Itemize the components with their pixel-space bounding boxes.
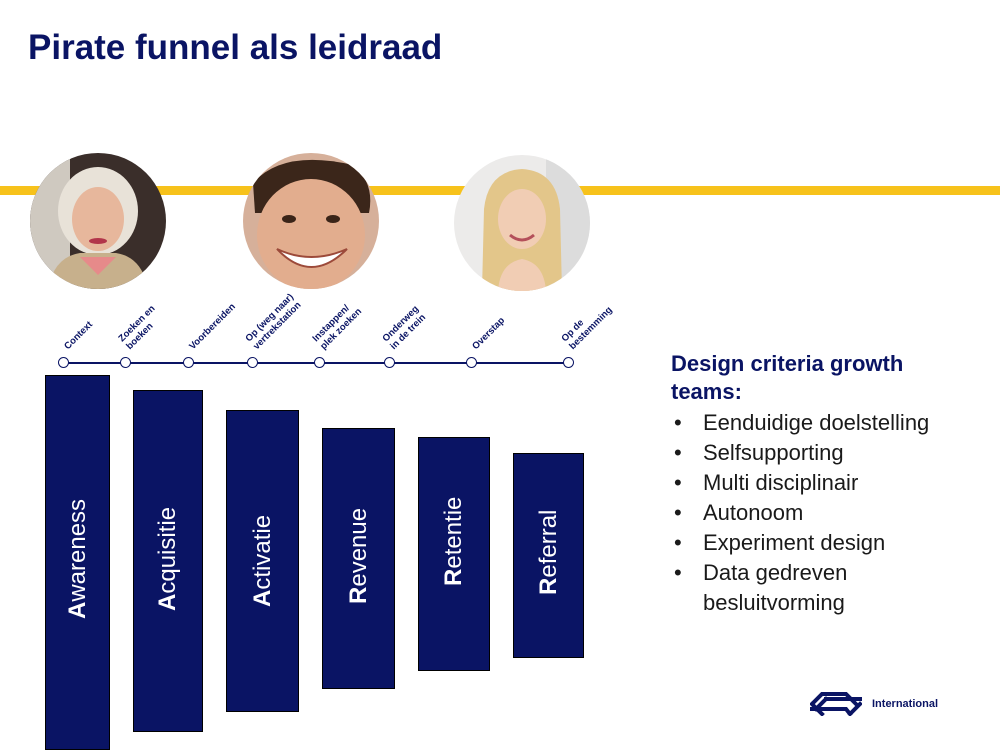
timeline-label: Onderweg in de trein bbox=[380, 303, 429, 352]
timeline-node bbox=[58, 357, 69, 368]
criteria-item: Autonoom bbox=[671, 498, 971, 528]
funnel-bar-initial: R bbox=[534, 577, 562, 595]
funnel-bar-label: Referral bbox=[535, 510, 563, 595]
funnel-bar: Retentie bbox=[418, 437, 490, 671]
timeline-label: Op (weg naar) vertrekstation bbox=[243, 291, 304, 352]
timeline-label: Overstap bbox=[470, 315, 508, 352]
funnel-bar-initial: A bbox=[63, 601, 91, 619]
timeline-label: Instappen/ plek zoeken bbox=[310, 302, 365, 352]
timeline-node bbox=[314, 357, 325, 368]
criteria-item: Eenduidige doelstelling bbox=[671, 408, 971, 438]
funnel-bar-label: Awareness bbox=[64, 499, 92, 619]
funnel-bar-label: Retentie bbox=[440, 497, 468, 586]
timeline-node bbox=[183, 357, 194, 368]
criteria-item: Selfsupporting bbox=[671, 438, 971, 468]
ns-logo-icon bbox=[810, 692, 862, 716]
funnel-bar-label: Acquisitie bbox=[154, 507, 182, 611]
funnel-bar-initial: R bbox=[344, 586, 372, 604]
funnel-bar-rest: evenue bbox=[344, 507, 372, 587]
timeline-node bbox=[563, 357, 574, 368]
funnel-bar: Awareness bbox=[45, 375, 110, 750]
timeline-label: Op de bestemming bbox=[559, 304, 615, 352]
funnel-bar-rest: ctivatie bbox=[248, 514, 276, 590]
timeline-node bbox=[120, 357, 131, 368]
timeline-label: Voorbereiden bbox=[187, 301, 238, 352]
design-criteria: Design criteria growth teams: Eenduidige… bbox=[671, 350, 971, 618]
logo-text: International bbox=[872, 698, 939, 710]
funnel-bar-initial: A bbox=[154, 593, 181, 611]
criteria-list: Eenduidige doelstelling Selfsupporting M… bbox=[671, 408, 971, 618]
funnel-bar: Referral bbox=[513, 453, 584, 658]
criteria-item: Data gedreven besluitvorming bbox=[671, 558, 971, 618]
funnel-bar-initial: R bbox=[440, 568, 467, 586]
criteria-title: Design criteria growth teams: bbox=[671, 351, 904, 404]
criteria-item: Experiment design bbox=[671, 528, 971, 558]
timeline-label: Context bbox=[62, 319, 96, 352]
funnel-bar: Activatie bbox=[226, 410, 299, 712]
timeline-node bbox=[466, 357, 477, 368]
funnel-bar: Revenue bbox=[322, 428, 395, 689]
funnel-bar: Acquisitie bbox=[133, 390, 203, 732]
criteria-item: Multi disciplinair bbox=[671, 468, 971, 498]
funnel-bar-rest: eferral bbox=[534, 509, 562, 578]
funnel-bar-rest: wareness bbox=[63, 498, 91, 602]
funnel-bar-label: Activatie bbox=[249, 515, 277, 607]
timeline-label: Zoeken en boeken bbox=[116, 303, 158, 352]
funnel-bar-rest: cquisitie bbox=[154, 506, 181, 594]
persona-avatar-older-woman bbox=[30, 153, 166, 289]
funnel-bar-rest: etentie bbox=[440, 496, 467, 569]
funnel-bar-label: Revenue bbox=[345, 508, 373, 604]
timeline-node bbox=[247, 357, 258, 368]
persona-avatar-smiling-man bbox=[243, 153, 379, 289]
timeline-node bbox=[384, 357, 395, 368]
funnel-bar-initial: A bbox=[248, 589, 276, 607]
ns-international-logo: International bbox=[810, 692, 938, 716]
persona-avatar-young-woman bbox=[454, 155, 590, 291]
page-title: Pirate funnel als leidraad bbox=[28, 28, 443, 67]
